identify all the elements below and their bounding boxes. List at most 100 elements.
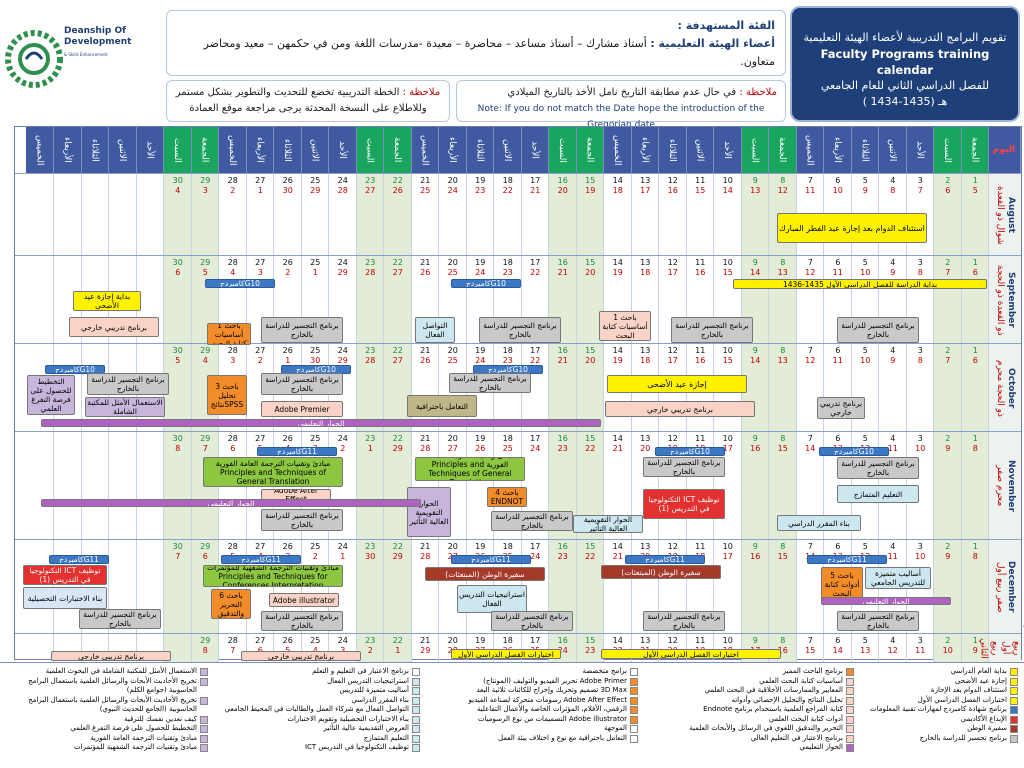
event-flexible[interactable]: التعليم المتمازج	[837, 485, 919, 503]
event-translation1[interactable]: مبادئ وتقنيات الترجمة العامة الفورية Pri…	[203, 457, 343, 487]
event-dialogue[interactable]: الحوار التعليمي	[41, 419, 601, 427]
event-g11[interactable]: G11كامبردج	[257, 447, 337, 456]
legend-item: العروض التقديمية عالية التأثير	[220, 724, 420, 734]
event-g10[interactable]: G10كامبردج	[819, 447, 889, 456]
event-external[interactable]: برنامج تدريبي خارجي	[51, 651, 171, 661]
legend-swatch	[846, 696, 854, 705]
event-distinct[interactable]: أساليب متميزة للتدريس الجامعي	[865, 567, 931, 589]
event-ambassador[interactable]: سفيرة الوطن (المبتعثات)	[601, 565, 721, 579]
event-g11[interactable]: G11كامبردج	[451, 555, 531, 564]
event-use-ideal[interactable]: الاستعمال الأمثل للمكتبة الشاملة	[85, 397, 165, 417]
event-dialogue[interactable]: الحوار التعليمي	[41, 499, 421, 507]
event-bridge[interactable]: برنامج التجسير للدراسة بالخارج	[643, 457, 725, 477]
event-g11[interactable]: G11كامبردج	[49, 555, 109, 564]
event-researcher6[interactable]: باحث 6 التحرير والتدقيق	[211, 589, 251, 619]
event-bridge[interactable]: برنامج التجسير للدراسة بالخارج	[79, 609, 161, 629]
day-cell	[548, 344, 577, 432]
day-header: السبت	[163, 127, 192, 173]
event-adobe-premier[interactable]: Adobe Premier	[261, 401, 343, 417]
event-strategies[interactable]: استراتيجيات التدريس الفعال	[457, 585, 527, 613]
event-researcher2[interactable]: باحث 1 أساسيات كتابة البحث	[207, 323, 251, 345]
day-header: الثلاثاء	[658, 127, 687, 173]
event-adha[interactable]: إجازة عيد الأضحى	[607, 375, 747, 393]
event-eid-resume[interactable]: استئناف الدوام بعد إجازة عيد الفطر المبا…	[777, 213, 927, 243]
day-header: الأربعاء	[245, 127, 274, 173]
day-cell	[466, 174, 494, 256]
event-tests[interactable]: بناء الاختبارات التحصيلية	[23, 587, 107, 609]
event-g10[interactable]: G10كامبردج	[205, 279, 275, 288]
event-bridge[interactable]: برنامج التجسير للدراسة بالخارج	[261, 317, 343, 343]
event-bridge[interactable]: برنامج التجسير للدراسة بالخارج	[491, 611, 573, 631]
event-effective-comm[interactable]: التواصل الفعال	[415, 317, 455, 343]
event-adha-break[interactable]: بداية إجازة عيد الأضحى	[73, 291, 141, 311]
event-classroom[interactable]: بناء المقرر الدراسي	[777, 515, 861, 531]
event-g10[interactable]: G10كامبردج	[451, 279, 521, 288]
event-dialogue[interactable]: الحوار التعليمي	[821, 597, 951, 605]
event-translation1[interactable]: مبادئ وتقنيات الترجمة العامة الفورية Pri…	[415, 457, 525, 481]
event-external[interactable]: برنامج تدريبي خارجي	[69, 317, 159, 337]
event-final-exams[interactable]: اختبارات الفصل الدراسي الأول	[451, 649, 561, 659]
day-header: الأربعاء	[823, 127, 852, 173]
event-ict[interactable]: توظيف ICT التكنولوجيا في التدريس (1)	[643, 489, 725, 519]
event-g10[interactable]: G10كامبردج	[45, 365, 105, 374]
event-ict[interactable]: توظيف ICT التكنولوجيا في التدريس (1)	[23, 565, 107, 585]
logo-brand: Deanship Of Development	[64, 26, 132, 47]
event-final-exams[interactable]: اختبارات الفصل الدراسي الأول	[601, 649, 781, 659]
event-adobe-ill[interactable]: Adobe illustrator	[269, 593, 339, 607]
event-external[interactable]: برنامج تدريبي خارجي	[241, 651, 361, 661]
event-bridge[interactable]: برنامج التجسير للدراسة بالخارج	[479, 317, 561, 343]
event-bridge[interactable]: برنامج التجسير للدراسة بالخارج	[261, 611, 343, 631]
day-header: الخميس	[795, 127, 824, 173]
event-translation2[interactable]: مبادئ وتقنيات الترجمة الشفهية للمؤتمرات …	[203, 565, 343, 587]
event-bridge[interactable]: برنامج التجسير للدراسة بالخارج	[261, 373, 343, 395]
event-g11[interactable]: G11كامبردج	[221, 555, 301, 564]
event-bridge[interactable]: برنامج التجسير للدراسة بالخارج	[491, 511, 573, 531]
event-external[interactable]: برنامج تدريبي خارجي	[817, 397, 865, 419]
day-cell	[438, 174, 467, 256]
event-researcher3[interactable]: باحث 3 تحليل SPSSنتائج	[207, 375, 247, 415]
event-bridge[interactable]: برنامج التجسير للدراسة بالخارج	[449, 373, 531, 393]
legend-swatch	[846, 715, 854, 724]
event-external[interactable]: برنامج تدريبي خارجي	[605, 401, 755, 417]
day-header: الاثنين	[108, 127, 137, 173]
day-cell	[53, 634, 82, 662]
event-planning[interactable]: التخطيط للحصول على فرصة التفرغ العلمي	[27, 375, 75, 415]
event-g10[interactable]: G10كامبردج	[655, 447, 725, 456]
day-cell	[411, 256, 439, 344]
event-bridge[interactable]: برنامج التجسير للدراسة بالخارج	[87, 373, 169, 395]
event-bridge[interactable]: برنامج التجسير للدراسة بالخارج	[837, 611, 919, 631]
event-bridge[interactable]: برنامج التجسير للدراسة بالخارج	[261, 509, 343, 531]
event-researcher4[interactable]: باحث 4 ENDNOT	[487, 487, 527, 507]
day-cell	[136, 174, 164, 256]
event-modern-assess[interactable]: الحوار التقويمية العالية التأثير	[573, 515, 643, 533]
legend-swatch	[200, 734, 208, 743]
event-ambassador[interactable]: سفيرة الوطن (المبتعثات)	[425, 567, 545, 581]
event-bridge[interactable]: برنامج التجسير للدراسة بالخارج	[671, 317, 753, 343]
day-cell	[163, 432, 192, 540]
event-modern-assess[interactable]: الحوار التقويمية العالية التأثير	[407, 487, 451, 537]
event-bridge[interactable]: برنامج التجسير للدراسة بالخارج	[837, 317, 919, 343]
event-researcher5[interactable]: باحث 5 أدوات كتابة البحث	[821, 567, 863, 601]
legend-item: توظيف التكنولوجيا في التدريس ICT	[220, 743, 420, 753]
event-g11[interactable]: G11كامبردج	[625, 555, 705, 564]
event-g11[interactable]: G11كامبردج	[807, 555, 887, 564]
event-bridge[interactable]: برنامج التجسير للدراسة بالخارج	[643, 611, 725, 631]
event-prof[interactable]: التعامل باحترافية	[407, 395, 477, 417]
event-researcher1[interactable]: باحث 1 أساسيات كتابة البحث	[599, 311, 651, 341]
event-semester-start[interactable]: بداية الدراسة للفصل الدراسي الأول 1435-1…	[733, 279, 987, 289]
day-cell	[26, 256, 54, 344]
day-cell	[163, 540, 192, 634]
event-bridge[interactable]: برنامج التجسير للدراسة بالخارج	[837, 457, 919, 479]
